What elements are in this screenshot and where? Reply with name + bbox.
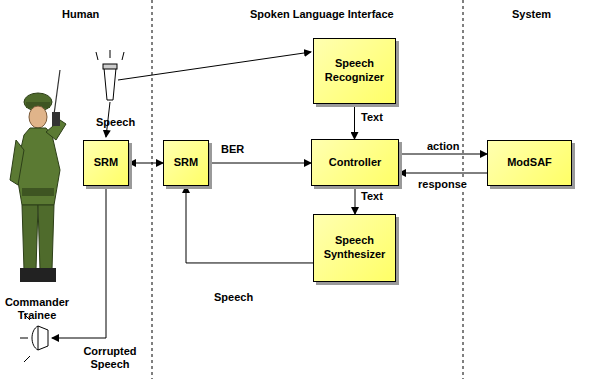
box-label: Speech Synthesizer [320,234,389,262]
connector-arrow [354,104,355,139]
connector-arrow [186,186,313,263]
speech-line [118,52,311,80]
srm-box: SRM [83,140,129,186]
microphone-icon [96,50,124,100]
column-heading: System [512,8,551,21]
controller-box: Controller [311,139,399,186]
edge-label: BER [220,143,245,156]
connector-arrow [399,154,487,155]
recognizer-box: Speech Recognizer [313,38,396,104]
role-label: Commander Trainee [2,296,72,322]
edge-label: Text [360,190,384,203]
srm-box: SRM [163,140,209,186]
corrupted-speech-line [52,188,106,338]
edge-label: Speech [213,291,254,304]
edge-label: action [426,140,460,153]
synthesizer-box: Speech Synthesizer [313,214,396,282]
column-heading: Spoken Language Interface [250,8,394,21]
column-heading: Human [62,8,99,21]
box-label: SRM [174,156,198,170]
connector-arrow [355,186,356,214]
speaker-icon [20,314,48,362]
edge-label: response [417,178,468,191]
box-label: Controller [329,156,382,170]
connector-arrow [209,163,311,164]
modsaf-box: ModSAF [487,140,572,186]
box-label: ModSAF [507,156,552,170]
signal-label: Corrupted Speech [80,345,140,371]
edge-label: Text [360,111,384,124]
connector-arrow [129,163,163,164]
soldier-figure [10,70,66,282]
connector-arrow [399,173,487,174]
box-label: Speech Recognizer [320,57,389,85]
signal-label: Speech [96,116,135,129]
column-divider [152,0,153,379]
box-label: SRM [94,156,118,170]
